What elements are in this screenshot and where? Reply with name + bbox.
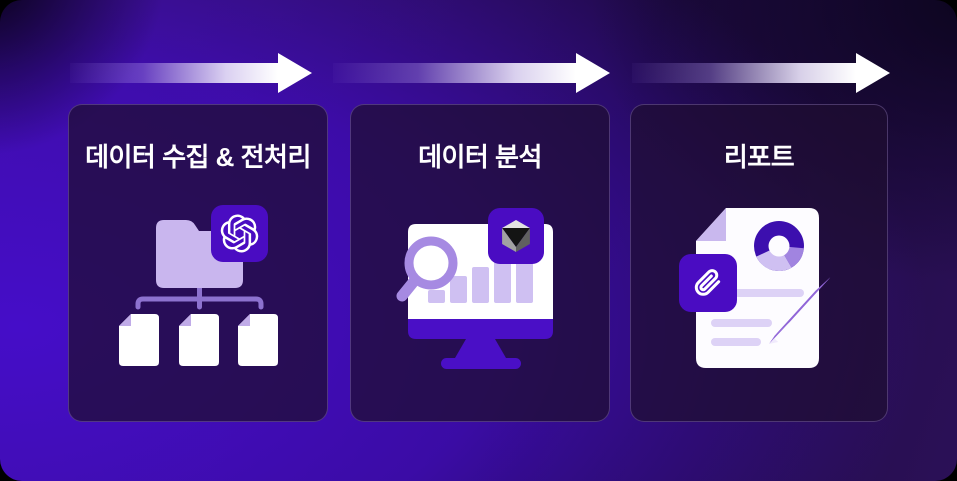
arrow-head	[576, 53, 610, 93]
page-fold-icon	[696, 208, 726, 241]
monitor-chart-graphic	[396, 208, 553, 369]
stage-card-report: 리포트	[630, 104, 888, 422]
pen-icon	[769, 277, 831, 344]
file-icon	[179, 314, 219, 366]
stage1-illustration	[89, 201, 309, 376]
arrow-shaft	[70, 63, 278, 83]
flow-arrow-3-icon	[632, 53, 890, 93]
file-icon	[238, 314, 278, 366]
stage-card-data-analysis: 데이터 분석	[350, 104, 610, 422]
gem-ai-badge	[488, 208, 544, 264]
flow-arrow-2-icon	[333, 53, 610, 93]
tree-connector-icon	[135, 283, 264, 310]
arrow-head	[856, 53, 890, 93]
stage3-illustration	[651, 201, 881, 381]
openai-logo-icon	[220, 214, 259, 253]
stage-title: 데이터 분석	[418, 142, 542, 172]
arrow-shaft	[632, 63, 856, 83]
arrow-shaft	[333, 63, 576, 83]
stage-title: 데이터 수집 & 전처리	[85, 142, 311, 172]
stage2-illustration	[371, 206, 591, 381]
paperclip-icon	[694, 269, 721, 296]
donut-chart-icon	[754, 221, 804, 271]
file-icon	[119, 314, 159, 366]
paperclip-badge	[679, 254, 737, 312]
report-graphic	[679, 208, 831, 368]
openai-logo-badge	[211, 205, 268, 262]
stage-card-data-collection: 데이터 수집 & 전처리	[68, 104, 328, 422]
text-lines-icon	[711, 289, 804, 346]
gem-icon	[502, 220, 530, 252]
stage-title: 리포트	[723, 142, 795, 172]
folder-files-graphic	[119, 205, 278, 366]
flow-arrow-1-icon	[70, 53, 312, 93]
arrow-head	[278, 53, 312, 93]
magnifier-icon	[396, 236, 458, 302]
